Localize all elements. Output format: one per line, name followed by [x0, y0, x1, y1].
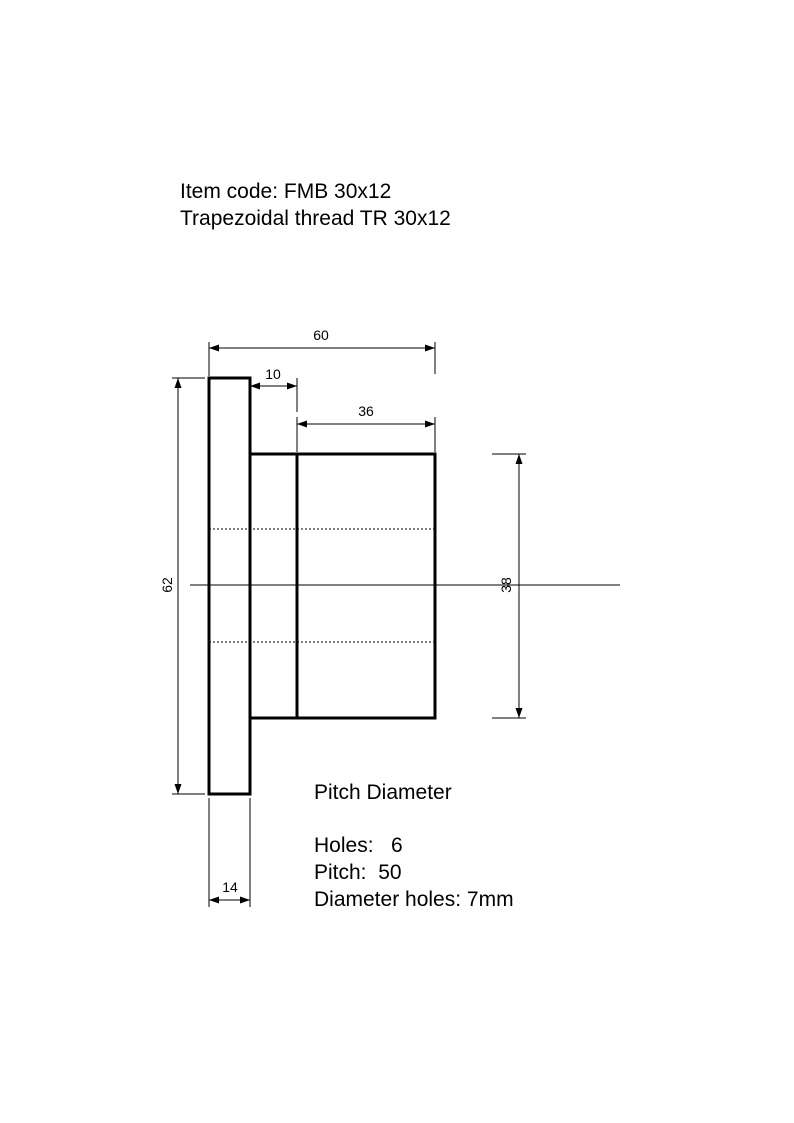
thread-spec: Trapezoidal thread TR 30x12 — [180, 207, 451, 230]
dim-total-length: 60 — [313, 327, 329, 343]
notes-holes: Holes: 6 — [314, 834, 403, 857]
dimension-lines — [172, 342, 526, 907]
body — [248, 452, 437, 720]
notes-hole-diameter: Diameter holes: 7mm — [314, 888, 514, 911]
part-outline — [207, 376, 437, 796]
dim-body-diameter: 38 — [498, 577, 514, 593]
flange — [207, 376, 252, 796]
item-code: Item code: FMB 30x12 — [180, 180, 391, 203]
notes-pitch: Pitch: 50 — [314, 861, 402, 884]
dim-body-length: 36 — [358, 403, 374, 419]
hidden-lines — [209, 528, 435, 643]
dim-flange-thickness: 14 — [222, 879, 238, 895]
notes-title: Pitch Diameter — [314, 781, 452, 804]
dim-flange-diameter: 62 — [159, 577, 175, 593]
dim-neck-length: 10 — [265, 366, 281, 382]
